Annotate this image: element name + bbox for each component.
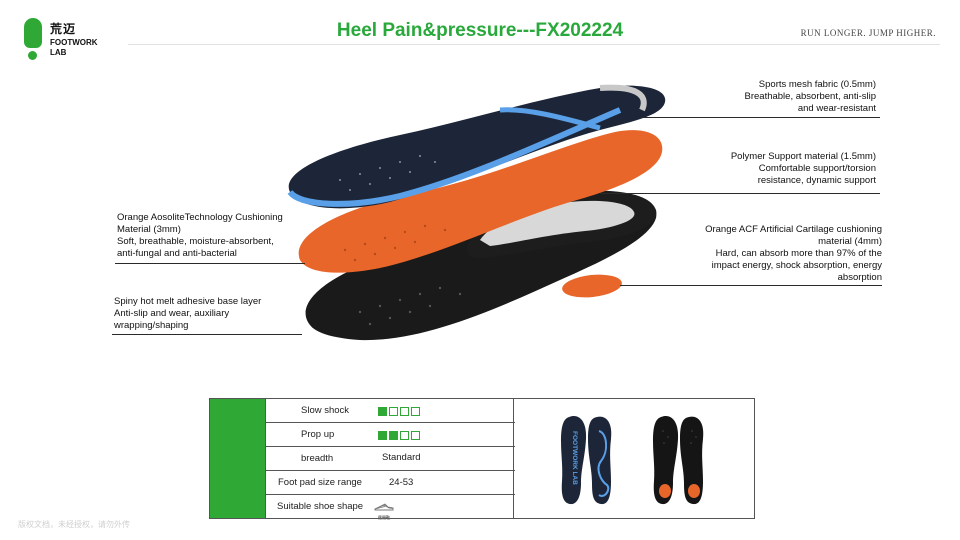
spec-row-slow-shock: Slow shock bbox=[266, 399, 515, 423]
mesh-desc-1: Breathable, absorbent, anti-slip bbox=[744, 91, 877, 102]
breadth-value: Standard bbox=[382, 452, 421, 463]
cushion-name: Orange AosoliteTechnology Cushioning bbox=[117, 212, 283, 223]
prop-up-rating bbox=[378, 430, 422, 441]
logo-chinese-name: 荒迈 bbox=[50, 22, 77, 36]
base-desc-1: Anti-slip and wear, auxiliary bbox=[114, 308, 230, 319]
spec-divider bbox=[513, 399, 514, 518]
cushioning-layer bbox=[298, 130, 663, 273]
base-leader-line bbox=[112, 334, 302, 335]
title-underline bbox=[128, 44, 940, 45]
slow-shock-label: Slow shock bbox=[301, 405, 350, 416]
cushion-desc-2: anti-fungal and anti-bacterial bbox=[117, 248, 237, 259]
page-title: Heel Pain&pressure---FX202224 bbox=[336, 20, 624, 41]
acf-name: Orange ACF Artificial Cartilage cushioni… bbox=[705, 224, 882, 235]
acf-desc-3: absorption bbox=[837, 272, 882, 283]
shoe-type-1: 运动鞋 bbox=[378, 515, 390, 520]
spec-row-shoe: Suitable shoe shape 运动鞋 休闲鞋 平板鞋 bbox=[266, 495, 515, 520]
mesh-desc-2: and wear-resistant bbox=[797, 103, 876, 114]
watermark: 版权文档，未经授权，请勿外传 bbox=[18, 520, 130, 529]
flat-shoe-icon: 平板鞋 bbox=[374, 502, 394, 520]
spec-row-size: Foot pad size range 24-53 bbox=[266, 471, 515, 495]
mesh-top-layer bbox=[288, 85, 666, 209]
breadth-label: breadth bbox=[301, 453, 334, 464]
shoe-type-3: 平板鞋 bbox=[378, 515, 390, 520]
acf-name-2: material (4mm) bbox=[818, 236, 882, 247]
base-perforations bbox=[358, 286, 462, 326]
base-name: Spiny hot melt adhesive base layer bbox=[114, 296, 262, 307]
acf-desc-2: impact energy, shock absorption, energy bbox=[711, 260, 882, 271]
mesh-perforations bbox=[339, 155, 436, 191]
slow-shock-rating bbox=[378, 406, 422, 417]
spec-row-prop-up: Prop up bbox=[266, 423, 515, 447]
footprint-icon bbox=[24, 18, 42, 48]
polymer-desc-2: resistance, dynamic support bbox=[757, 175, 876, 186]
cushion-leader-line bbox=[115, 263, 305, 264]
spec-row-breadth: breadth Standard bbox=[266, 447, 515, 471]
cushion-desc-1: Soft, breathable, moisture-absorbent, bbox=[117, 236, 274, 247]
acf-leader-line bbox=[620, 285, 882, 286]
cushion-note: Orange AosoliteTechnology Cushioning Mat… bbox=[117, 212, 283, 260]
prop-up-label: Prop up bbox=[301, 429, 335, 440]
logo-line-1: FOOTWORK bbox=[50, 38, 98, 47]
brand-logo: 荒迈 FOOTWORK LAB bbox=[22, 18, 122, 62]
acf-desc-1: Hard, can absorb more than 97% of the bbox=[715, 248, 882, 259]
insole-bottom-left bbox=[653, 415, 679, 505]
slogan: RUN LONGER. JUMP HIGHER. bbox=[800, 28, 936, 38]
polymer-name: Polymer Support material (1.5mm) bbox=[730, 151, 876, 162]
logo-english-name: FOOTWORK LAB bbox=[50, 38, 98, 58]
spec-green-block bbox=[210, 399, 266, 518]
size-label: Foot pad size range bbox=[278, 477, 362, 488]
acf-cartilage-pad bbox=[562, 274, 622, 298]
insole-bottom-right bbox=[680, 416, 704, 505]
insole-product-photos: FOOTWORK LAB bbox=[561, 415, 704, 505]
base-note: Spiny hot melt adhesive base layer Anti-… bbox=[114, 296, 261, 332]
shoe-type-2: 休闲鞋 bbox=[378, 515, 390, 520]
logo-dot-icon bbox=[28, 51, 37, 60]
cushion-name-2: Material (3mm) bbox=[117, 224, 181, 235]
acf-note: Orange ACF Artificial Cartilage cushioni… bbox=[705, 224, 882, 284]
mesh-note: Sports mesh fabric (0.5mm) Breathable, a… bbox=[745, 79, 877, 115]
logo-line-2: LAB bbox=[50, 48, 67, 57]
polymer-leader-line bbox=[600, 193, 880, 194]
shoe-label: Suitable shoe shape bbox=[277, 501, 364, 512]
insole-top-left bbox=[561, 415, 587, 505]
insole-layers-illustration bbox=[287, 84, 666, 341]
mesh-leader-line bbox=[640, 117, 880, 118]
spec-table: Slow shock Prop up breadth Standard Foot… bbox=[209, 398, 755, 520]
insole-brand-text: FOOTWORK LAB bbox=[571, 431, 578, 485]
mesh-name: Sports mesh fabric (0.5mm) bbox=[758, 79, 876, 90]
size-value: 24-53 bbox=[389, 477, 414, 488]
cushion-perforations bbox=[343, 224, 447, 262]
base-desc-2: wrapping/shaping bbox=[114, 320, 189, 331]
polymer-desc-1: Comfortable support/torsion bbox=[758, 163, 876, 174]
polymer-note: Polymer Support material (1.5mm) Comfort… bbox=[731, 151, 876, 187]
